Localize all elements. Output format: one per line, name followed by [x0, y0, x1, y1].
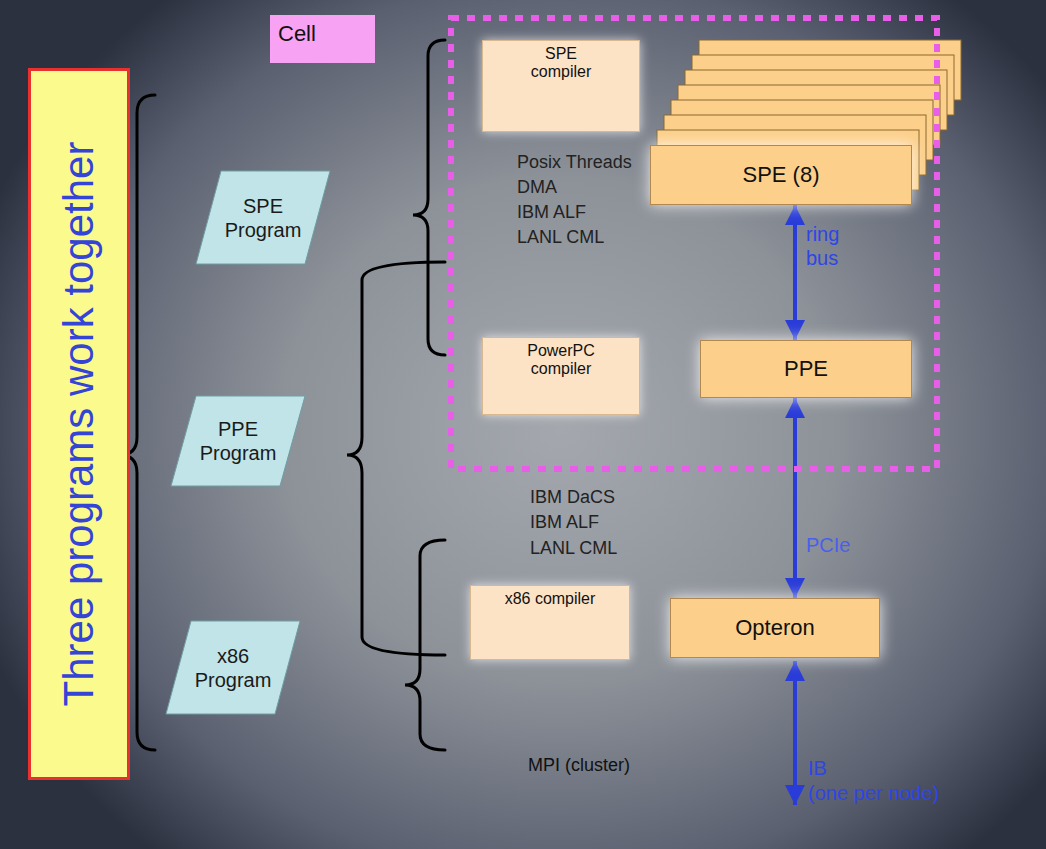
summary-banner: Three programs work together	[28, 68, 130, 780]
dashed-border	[451, 18, 937, 469]
box-label: PPE	[784, 356, 828, 382]
annotation-label: LANL CML	[530, 538, 617, 559]
compiler-box: x86 compiler	[470, 585, 630, 660]
bus-arrow	[793, 398, 797, 598]
compiler-box: SPE compiler	[482, 40, 640, 132]
parallelogram-shape	[196, 171, 330, 264]
connector-label: ring bus	[806, 222, 861, 270]
bus-arrow	[793, 205, 797, 340]
parallelogram-shape	[171, 396, 305, 486]
processor-box: Opteron	[670, 598, 880, 658]
shape-label: x86 Program	[193, 644, 273, 692]
brace	[413, 40, 445, 355]
annotation-label: Posix Threads	[517, 152, 632, 173]
brace	[405, 540, 445, 750]
annotation-label: DMA	[517, 177, 557, 198]
annotation-label: IBM ALF	[517, 202, 586, 223]
ib-arrow	[793, 661, 797, 805]
parallelogram-outline	[165, 620, 301, 715]
parallelogram-outline	[195, 170, 331, 265]
connector-label: PCIe	[806, 533, 850, 557]
banner-text: Three programs work together	[55, 142, 103, 707]
region-label: Cell	[270, 15, 375, 63]
box-label: x86 compiler	[477, 590, 623, 608]
shape-label: SPE Program	[223, 194, 303, 242]
brace	[347, 262, 445, 655]
annotation-label: (one per node)	[808, 782, 939, 805]
program-shape: PPE Program	[170, 395, 306, 487]
annotation-label: MPI (cluster)	[528, 755, 630, 776]
annotation-label: LANL CML	[517, 227, 604, 248]
compiler-box: PowerPC compiler	[482, 337, 640, 415]
parallelogram-outline	[170, 395, 306, 487]
processor-box: SPE (8)	[650, 145, 912, 205]
program-shape: SPE Program	[195, 170, 331, 265]
annotation-label: IBM ALF	[530, 512, 599, 533]
box-label: PowerPC compiler	[515, 342, 607, 379]
box-label: SPE (8)	[742, 162, 819, 188]
annotation-label: IB	[808, 757, 827, 780]
shape-label: PPE Program	[198, 417, 278, 465]
box-label: SPE compiler	[521, 45, 601, 82]
program-shape: x86 Program	[165, 620, 301, 715]
box-label: Opteron	[735, 615, 815, 641]
parallelogram-shape	[166, 621, 300, 714]
processor-box: PPE	[700, 340, 912, 398]
annotation-label: IBM DaCS	[530, 487, 615, 508]
brace	[120, 40, 445, 750]
